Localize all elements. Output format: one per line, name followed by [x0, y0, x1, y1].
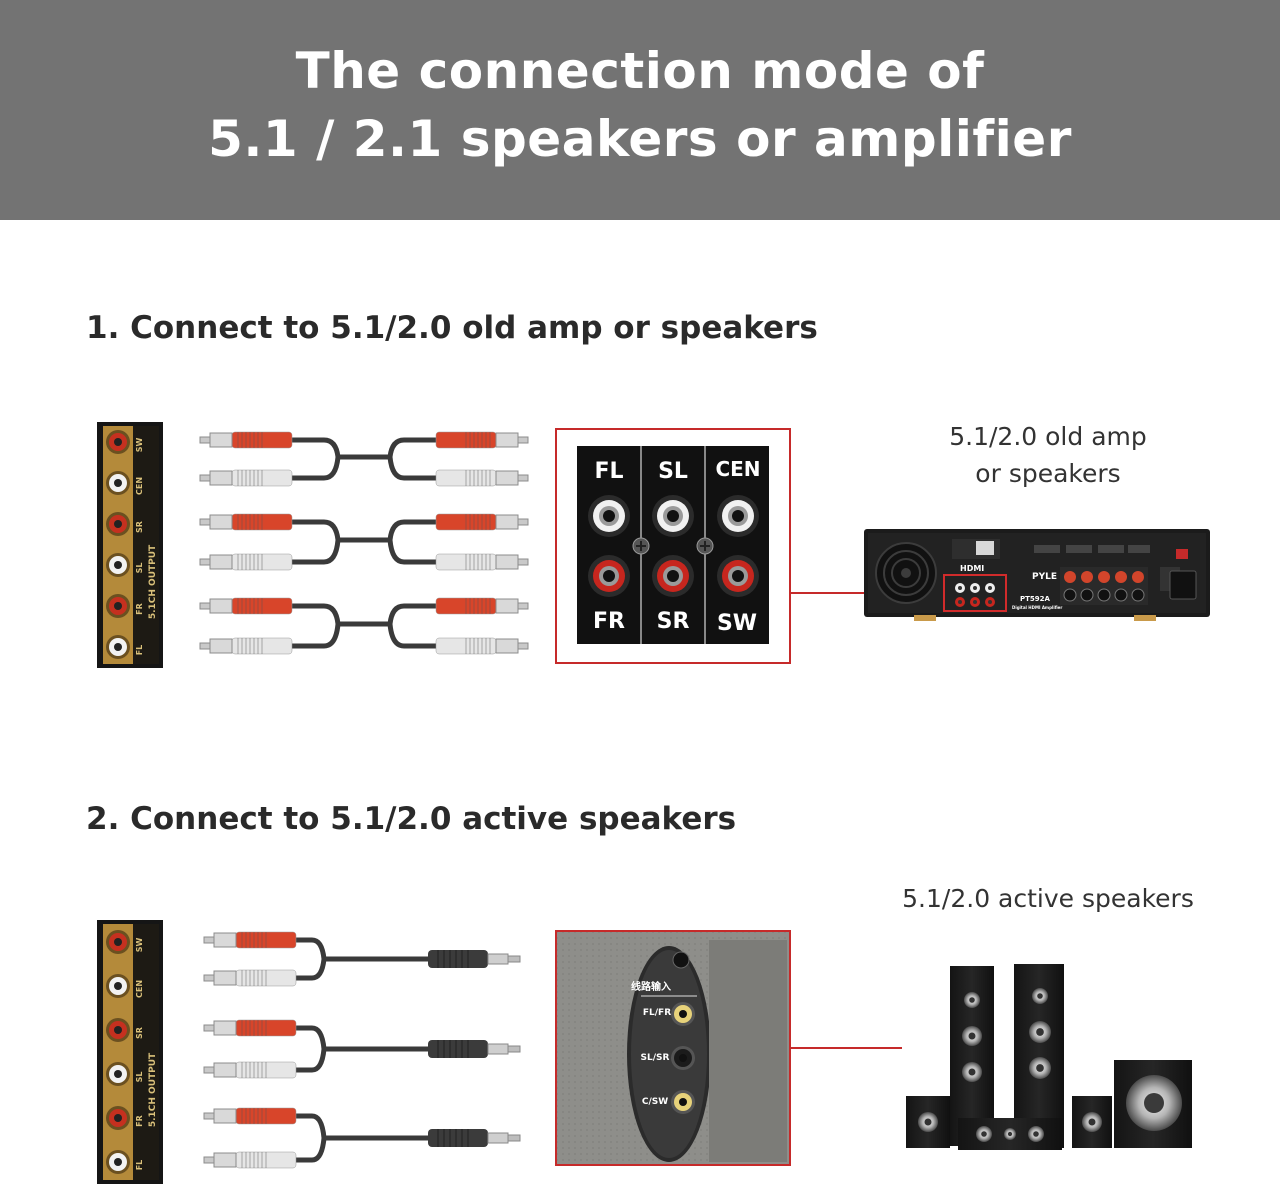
- section2-strip-title: 5.1CH OUTPUT: [148, 1052, 158, 1127]
- speaker-input-panel-icon: 线路输入 FL/FR SL/SR C/SW: [555, 930, 791, 1166]
- strip-jack-fr: [106, 594, 130, 618]
- speaker-panel-label-flfr: FL/FR: [643, 1008, 671, 1018]
- strip-label-sr: SR: [135, 1027, 144, 1039]
- strip-label-sl: SL: [135, 563, 144, 574]
- header-title-line1: The connection mode of: [295, 42, 985, 100]
- section1-rca-cable-icon: [199, 431, 529, 655]
- section1-title: 1. Connect to 5.1/2.0 old amp or speaker…: [86, 310, 818, 346]
- section2-output-strip-icon: 5.1CH OUTPUT SW CEN SR SL FR FL: [97, 920, 163, 1184]
- strip-label-fl: FL: [135, 645, 144, 656]
- strip-jack-sr: [106, 512, 130, 536]
- amp-hdmi-label: HDMI: [960, 564, 984, 573]
- rca-to-jack-cable: [203, 1107, 521, 1169]
- strip-jack-sw: [106, 430, 130, 454]
- section1-caption: 5.1/2.0 old amp or speakers: [900, 418, 1196, 492]
- panel-label-sr: SR: [657, 609, 690, 634]
- panel-label-sl: SL: [658, 459, 688, 484]
- speaker-panel-top-text: 线路输入: [631, 980, 671, 993]
- section1-strip-labels: SW CEN SR SL FR FL: [135, 438, 144, 656]
- section1-strip-jacks: [106, 430, 130, 659]
- strip-jack-sl: [106, 553, 130, 577]
- panel-label-cen: CEN: [715, 457, 760, 481]
- strip-label-sr: SR: [135, 521, 144, 533]
- section2-caption: 5.1/2.0 active speakers: [902, 884, 1194, 913]
- panel-label-sw: SW: [717, 611, 757, 636]
- section1-caption-line1: 5.1/2.0 old amp: [949, 422, 1147, 451]
- strip-label-cen: CEN: [135, 980, 144, 998]
- strip-jack-sr: [106, 1018, 130, 1042]
- strip-jack-fl: [106, 1150, 130, 1174]
- strip-jack-fl: [106, 635, 130, 659]
- strip-label-fl: FL: [135, 1160, 144, 1171]
- section1-strip-title: 5.1CH OUTPUT: [148, 544, 158, 619]
- section1-rca-input-panel-icon: FL SL CEN FR SR SW: [555, 428, 791, 664]
- section2-rca-to-jack-cable-icon: [203, 931, 521, 1169]
- header-banner: The connection mode of 5.1 / 2.1 speaker…: [0, 0, 1280, 220]
- strip-label-fr: FR: [135, 603, 144, 615]
- strip-label-cen: CEN: [135, 477, 144, 495]
- rca-to-jack-cable: [203, 1019, 521, 1079]
- rca-cable-pair: [199, 513, 529, 571]
- rca-cable-pair: [199, 431, 529, 487]
- panel-label-fr: FR: [593, 609, 625, 634]
- strip-jack-cen: [106, 974, 130, 998]
- strip-label-sw: SW: [135, 438, 144, 453]
- amp-brand-logo: PYLE: [1032, 572, 1057, 582]
- strip-label-fr: FR: [135, 1115, 144, 1127]
- strip-jack-sw: [106, 930, 130, 954]
- amp-model-label: PT592A: [1020, 595, 1051, 603]
- speaker-panel-label-slsr: SL/SR: [641, 1053, 670, 1063]
- amplifier-icon: HDMI PYLE PT592A Digital HDMI Amplifier: [864, 529, 1210, 621]
- section2-title: 2. Connect to 5.1/2.0 active speakers: [86, 801, 737, 837]
- speaker-system-icon: [906, 964, 1192, 1150]
- speaker-panel-label-csw: C/SW: [642, 1097, 668, 1107]
- section1-output-strip-icon: 5.1CH OUTPUT SW CEN SR SL FR FL: [97, 422, 163, 668]
- amp-sub-label: Digital HDMI Amplifier: [1012, 605, 1062, 610]
- strip-label-sl: SL: [135, 1072, 144, 1083]
- strip-jack-fr: [106, 1106, 130, 1130]
- strip-jack-cen: [106, 471, 130, 495]
- section1-caption-line2: or speakers: [975, 459, 1121, 488]
- section2-connector-line: [790, 1047, 902, 1049]
- strip-jack-sl: [106, 1062, 130, 1086]
- panel-label-fl: FL: [594, 459, 623, 484]
- strip-label-sw: SW: [135, 938, 144, 953]
- rca-cable-pair: [199, 597, 529, 655]
- rca-to-jack-cable: [203, 931, 521, 987]
- header-title-line2: 5.1 / 2.1 speakers or amplifier: [208, 110, 1072, 168]
